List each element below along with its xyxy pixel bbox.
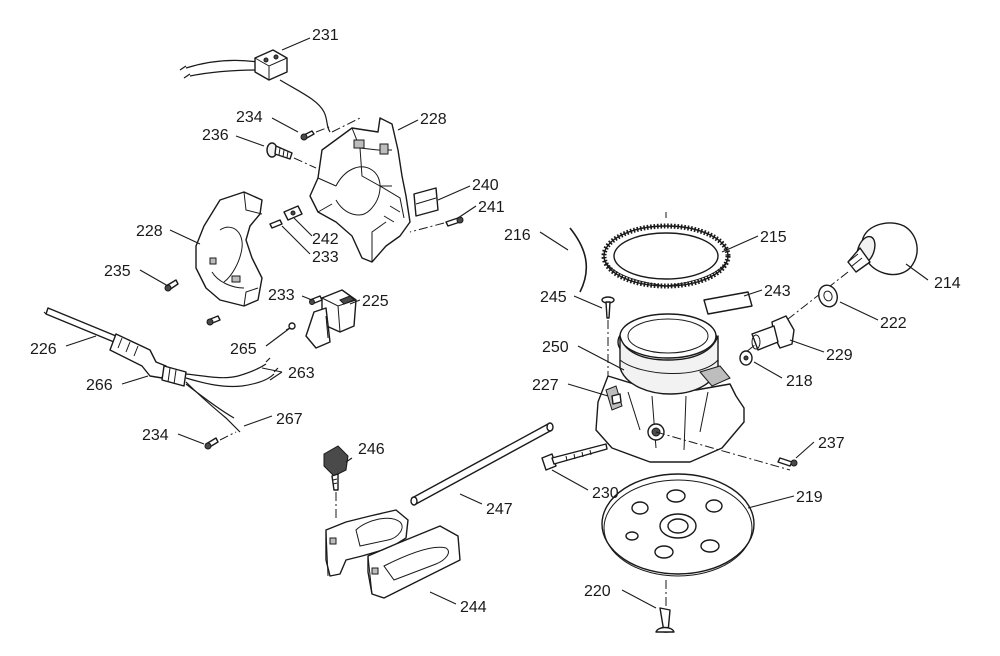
leader-lines (65, 37, 929, 609)
part-235-screw (164, 279, 179, 292)
part-243-strip (703, 291, 753, 315)
callout-263: 263 (288, 365, 315, 382)
callout-267: 267 (276, 411, 303, 428)
part-265-screw (285, 322, 296, 331)
callout-218: 218 (786, 373, 813, 390)
callout-265: 265 (230, 341, 257, 358)
part-228-handle-housing-right (309, 117, 411, 263)
part-229-clamp (751, 315, 795, 351)
callout-labels: 231 234 228 236 240 241 242 233 228 235 … (30, 27, 961, 616)
callout-234: 234 (142, 427, 169, 444)
callout-220: 220 (584, 583, 611, 600)
callout-214: 214 (934, 275, 961, 292)
callout-266: 266 (86, 377, 113, 394)
callout-225: 225 (362, 293, 389, 310)
part-244-edge-guide (325, 509, 461, 599)
part-236-screw (266, 142, 317, 169)
part-242-clip (269, 205, 303, 229)
part-228-handle-housing-left (195, 191, 263, 307)
callout-247: 247 (486, 501, 513, 518)
callout-234: 234 (236, 109, 263, 126)
callout-229: 229 (826, 347, 853, 364)
callout-222: 222 (880, 315, 907, 332)
part-231-terminal-block (179, 49, 361, 133)
part-241-screw (409, 216, 464, 233)
callout-246: 246 (358, 441, 385, 458)
part-214-knob (745, 222, 918, 353)
callout-228: 228 (420, 111, 447, 128)
callout-235: 235 (104, 263, 131, 280)
callout-242: 242 (312, 231, 339, 248)
part-225-switch (305, 289, 357, 349)
part-234-screw-lower (204, 431, 237, 450)
callout-215: 215 (760, 229, 787, 246)
part-219-sub-base (601, 473, 755, 577)
callout-216: 216 (504, 227, 531, 244)
callout-231: 231 (312, 27, 339, 44)
part-218-nut (739, 350, 753, 366)
callout-236: 236 (202, 127, 229, 144)
part-246-thumb-screw (323, 445, 349, 520)
callout-250: 250 (542, 339, 569, 356)
callout-219: 219 (796, 489, 823, 506)
part-237-screw (777, 457, 798, 467)
callout-230: 230 (592, 485, 619, 502)
part-240-plate (413, 187, 439, 217)
callout-228: 228 (136, 223, 163, 240)
part-250-router-base (595, 313, 791, 471)
callout-240: 240 (472, 177, 499, 194)
part-234-screw-mid (206, 315, 221, 326)
part-222-washer (818, 284, 838, 308)
callout-244: 244 (460, 599, 487, 616)
callout-243: 243 (764, 283, 791, 300)
callout-245: 245 (540, 289, 567, 306)
callout-227: 227 (532, 377, 559, 394)
part-220-screw (655, 578, 675, 633)
part-227-screw (611, 393, 622, 405)
callout-226: 226 (30, 341, 57, 358)
part-245-screw (601, 296, 615, 380)
part-226-power-cord (43, 307, 279, 433)
part-247-rod (410, 422, 554, 506)
part-234-screw-upper (300, 125, 333, 141)
callout-233: 233 (312, 249, 339, 266)
part-230-bolt (541, 443, 608, 471)
part-215-toothed-ring (601, 212, 731, 289)
callout-237: 237 (818, 435, 845, 452)
callout-233: 233 (268, 287, 295, 304)
callout-241: 241 (478, 199, 505, 216)
part-216-arc (569, 227, 588, 293)
